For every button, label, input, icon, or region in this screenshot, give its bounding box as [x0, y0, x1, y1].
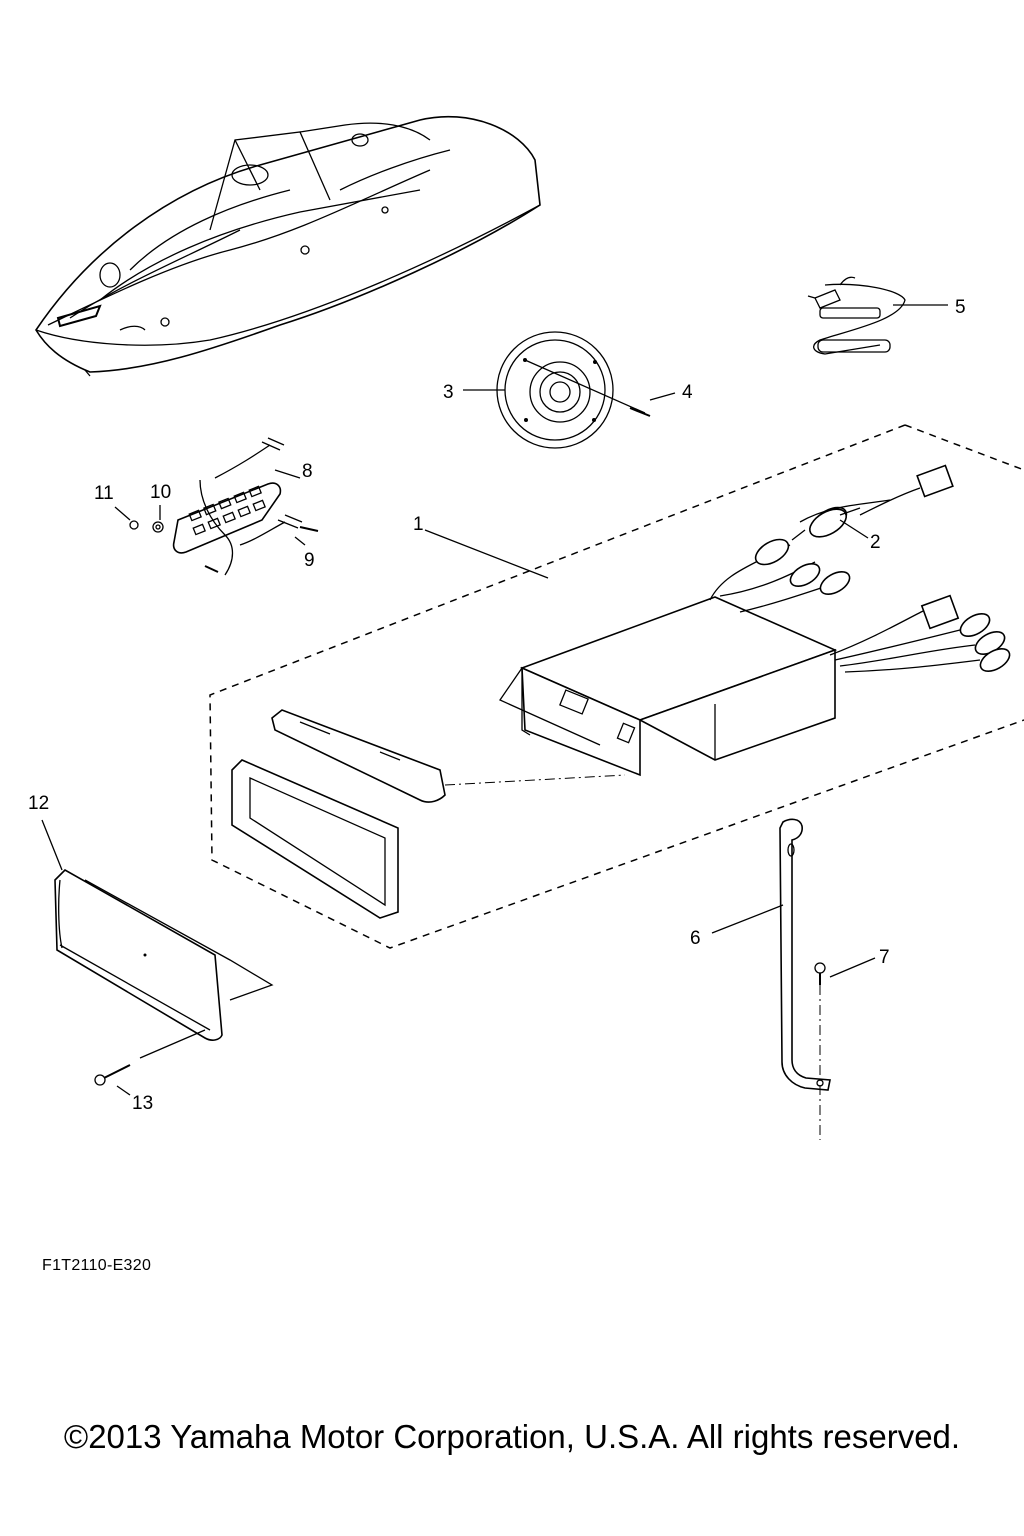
callout-4: 4 [682, 382, 693, 403]
drawing-code: F1T2110-E320 [42, 1257, 152, 1274]
callout-8: 8 [302, 461, 313, 482]
part-6-bracket [779, 818, 831, 1091]
callout-12: 12 [28, 793, 49, 814]
part-2-connector [809, 507, 861, 538]
part-10-washer [152, 521, 164, 533]
callout-9: 9 [304, 550, 315, 571]
callout-6: 6 [690, 928, 701, 949]
part-5-harness [807, 276, 906, 355]
callout-5: 5 [955, 297, 966, 318]
callout-13: 13 [132, 1093, 153, 1114]
callout-7: 7 [879, 947, 890, 968]
callout-10: 10 [150, 482, 171, 503]
part-1-stereo-unit [499, 464, 1011, 777]
assembly-1-boundary [209, 424, 1024, 949]
callout-11: 11 [94, 483, 114, 504]
boat-illustration [35, 115, 541, 377]
part-12-cover [54, 869, 274, 1041]
callout-2: 2 [870, 532, 881, 553]
part-8-remote-control [172, 437, 319, 576]
faceplate [271, 709, 446, 803]
part-11-nut [129, 520, 139, 530]
callout-3: 3 [443, 382, 454, 403]
leader-lines [41, 304, 948, 1096]
part-3-speaker [496, 331, 651, 449]
copyright-notice: ©2013 Yamaha Motor Corporation, U.S.A. A… [63, 1418, 961, 1455]
part-7-screw [814, 962, 826, 985]
trim-frame [231, 759, 399, 919]
part-13-screw [94, 1064, 131, 1086]
callout-1: 1 [413, 514, 424, 535]
